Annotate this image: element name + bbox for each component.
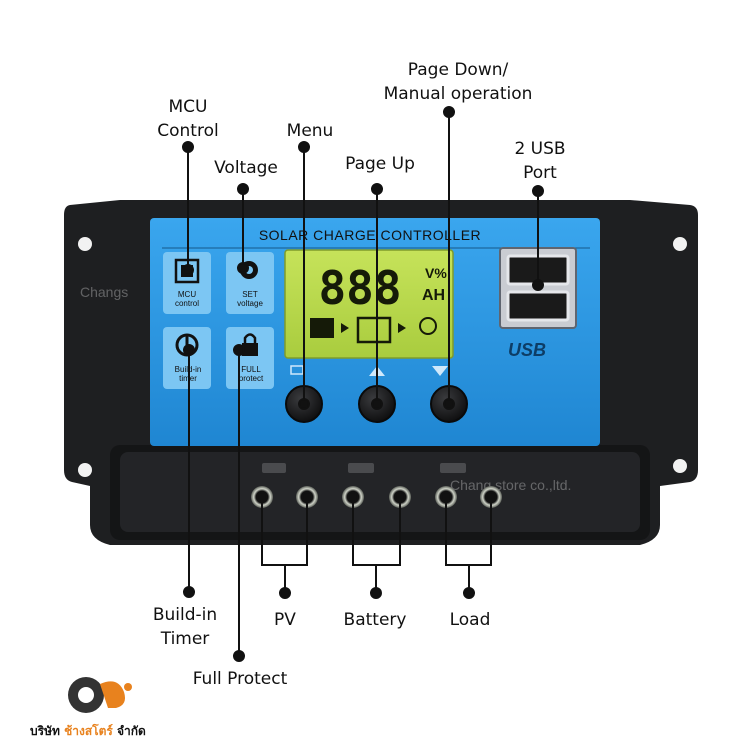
panel-header: SOLAR CHARGE CONTROLLER — [259, 227, 481, 243]
mount-hole-tr — [673, 237, 687, 251]
callout-mcu-control: MCU Control — [157, 97, 219, 141]
svg-text:MCU: MCU — [178, 290, 196, 299]
callout-menu: Menu — [286, 121, 334, 141]
callout-full-protect: Full Protect — [192, 669, 288, 689]
full-protect-tile: FULL protect — [226, 327, 274, 389]
set-voltage-tile: SET voltage — [226, 252, 274, 314]
callout-build-in-timer: Build-in Timer — [152, 605, 218, 649]
lcd-unit-top: V% — [425, 265, 447, 281]
svg-text:control: control — [175, 299, 199, 308]
callout-battery: Battery — [343, 610, 407, 630]
mount-hole-bl — [78, 463, 92, 477]
callout-pv: PV — [274, 610, 296, 630]
svg-text:voltage: voltage — [237, 299, 263, 308]
callout-voltage: Voltage — [214, 158, 278, 178]
usb-logo: USB — [508, 340, 546, 360]
usb-port-2[interactable] — [506, 290, 570, 322]
callout-lines — [182, 106, 544, 662]
solar-panel-icon — [310, 318, 334, 338]
battery-icon — [356, 316, 392, 344]
callout-page-up: Page Up — [345, 154, 415, 174]
watermark-left: Changs — [80, 284, 128, 300]
mount-hole-br — [673, 459, 687, 473]
svg-text:FULL: FULL — [241, 365, 261, 374]
svg-text:protect: protect — [239, 374, 264, 383]
callout-usb-port: 2 USB Port — [514, 139, 566, 183]
lcd-display: 888 V% AH — [284, 249, 454, 359]
brand-name: บริษัท ช้างสโตร์ จำกัด — [30, 724, 146, 738]
callout-page-down: Page Down/ Manual operation — [383, 60, 533, 104]
lcd-digits: 888 — [318, 261, 401, 315]
brand-logo — [68, 677, 132, 713]
build-in-timer-tile: Build-in timer — [163, 327, 211, 389]
svg-text:SET: SET — [242, 290, 258, 299]
lcd-unit-bottom: AH — [422, 287, 445, 304]
watermark: Chang store co.,ltd. — [450, 477, 571, 493]
lock-icon — [242, 343, 258, 356]
callout-load: Load — [449, 610, 491, 630]
bulb-icon — [419, 317, 437, 335]
terminal-icons — [262, 463, 466, 473]
mount-hole-tl — [78, 237, 92, 251]
